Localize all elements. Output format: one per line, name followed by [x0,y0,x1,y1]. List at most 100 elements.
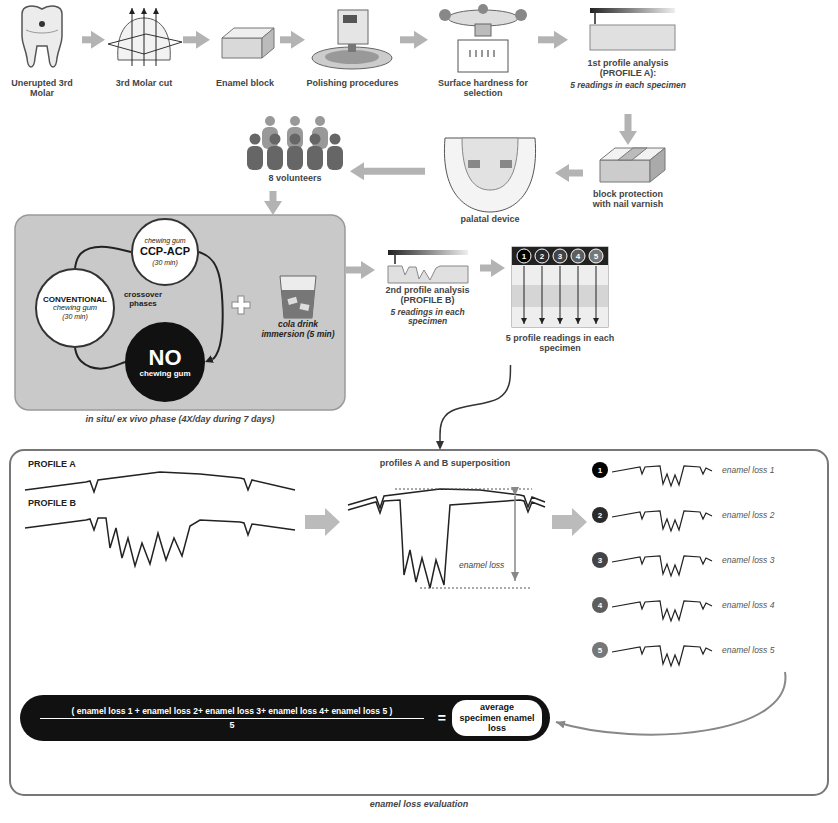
person [330,134,341,145]
node-text: chewing gum [144,237,185,245]
label-anchor: enamel loss 1 [722,465,774,475]
block-face [600,160,650,182]
tester-sample [458,40,508,72]
immersed-block [299,303,309,311]
flow-connector [345,266,361,273]
reading-dot [589,249,603,263]
reading-dot [571,249,585,263]
tooth-line [26,30,58,33]
node-text: Polishing procedures [305,78,400,88]
person [290,116,300,126]
person [265,116,275,126]
label-anchor: 4 [576,252,580,261]
specimen-band [512,247,608,265]
polisher-arm [338,10,368,44]
polisher-screen [343,15,357,23]
node-text: (30 min) [62,313,88,321]
reading-label: enamel loss 2 [722,510,774,520]
specimen-side [388,266,468,283]
phase-note: crossover phases [119,290,167,308]
process-step: Enamel block [210,2,280,110]
label-anchor: enamel loss 5 [722,645,774,655]
reading-line [542,266,543,324]
flow-connector [183,36,196,43]
connectors [75,40,628,441]
cut-line [156,8,157,66]
person [270,134,281,145]
process-step: Surface hardness for selection [428,2,538,110]
reading-number: 2 [540,252,544,261]
process-step: 2nd profile analysis (PROFILE B)5 readin… [375,245,480,360]
flow-connector [199,252,223,359]
profile-b-drawing [388,250,468,283]
fraction-bar [40,718,424,719]
reading-dot [592,597,608,613]
reading-number: 1 [598,466,602,475]
node-text: average specimen enamel loss [452,700,542,736]
flow-connector [75,247,131,268]
node-text: block protection with nail varnish [583,189,673,210]
profile-b-curve [25,518,295,566]
node-text: 1st profile analysis (PROFILE A): [568,58,688,79]
reading-number: 5 [598,646,602,655]
node-text: Surface hardness for selection [428,78,538,99]
node-text: CCP-ACP [140,245,190,258]
node-text: Enamel block [210,78,280,88]
node-text: 5 [32,720,432,730]
stylus-bar [590,8,675,13]
reading-number: 3 [558,252,562,261]
person [290,134,301,145]
tooth-dot [39,21,45,27]
label-anchor: enamel loss 2 [722,510,774,520]
panel-note: profiles A and B superposition [345,458,545,468]
tester-knob [515,9,527,21]
node-text: palatal device [425,214,555,224]
node-text: = [438,710,446,726]
node-text: ( enamel loss 1 + enamel loss 2+ enamel … [32,706,432,716]
label-anchor: 5 [594,252,598,261]
node-text: (30 min) [152,259,178,267]
mini-profile [612,646,712,666]
phase-panel-ground [15,215,345,410]
process-step: block protection with nail varnish [583,145,673,225]
profile-a-curve [25,472,295,492]
tester-knob [439,9,451,21]
volunteers-drawing [247,116,343,170]
process-step: Polishing procedures [305,2,400,110]
reading-line [596,266,597,324]
varnish-block-drawing [600,148,665,182]
fraction: ( enamel loss 1 + enamel loss 2+ enamel … [32,706,432,730]
process-step: 8 volunteers [240,113,350,191]
label-anchor: 2 [540,252,544,261]
reading-number: 4 [598,601,602,610]
reading-number: 4 [576,252,580,261]
label-anchor: crossover phases [119,290,167,308]
flow-connector [538,36,554,43]
stylus [594,13,596,24]
flow-connector [364,168,425,175]
flow-connector [75,348,125,369]
control-circle: NOchewing gum [125,322,205,402]
glass [280,276,316,318]
step-arrow [305,508,340,536]
label-anchor: enamel loss 3 [722,555,774,565]
person [247,146,263,170]
reading-label: enamel loss 1 [722,465,774,475]
label-anchor: profiles A and B superposition [345,458,545,468]
label-anchor: 4 [598,601,602,610]
flow-connector [569,170,583,177]
flow-connector [440,365,510,441]
tester-knob [478,4,488,14]
process-step: 1st profile analysis (PROFILE A):5 readi… [568,2,688,114]
polisher-drawing [312,10,392,69]
block-side [262,28,274,58]
block-face [222,38,262,58]
flow-connector [280,36,291,43]
label-anchor: PROFILE A [28,459,76,469]
specimen-side [590,25,675,50]
enamel-loss-measure [395,489,532,588]
label-anchor: 2 [598,511,602,520]
stylus [394,255,396,264]
reading-line [578,266,579,324]
